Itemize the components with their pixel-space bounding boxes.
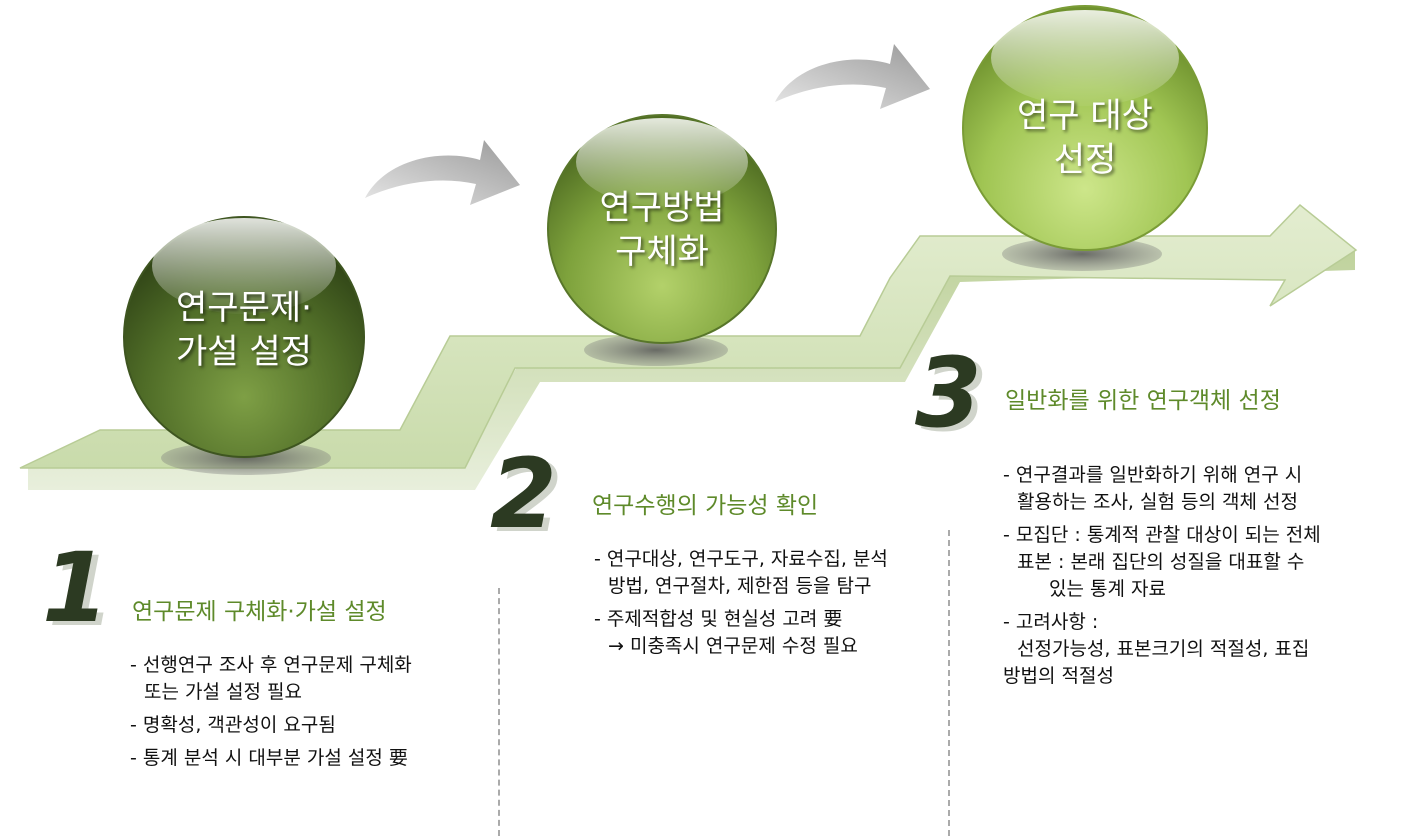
sphere-label-line: 연구 대상 <box>1017 96 1153 136</box>
list-item: - 명확성, 객관성이 요구됨 <box>130 714 336 736</box>
step-number-2: 2 <box>490 438 557 550</box>
sphere-label-line: 가설 설정 <box>176 332 312 372</box>
sphere-label-3: 연구 대상 선정 <box>985 94 1185 182</box>
list-item: 있는 통계 자료 <box>1049 578 1166 600</box>
step-title-2: 연구수행의 가능성 확인 <box>592 493 819 519</box>
sphere-label-1: 연구문제· 가설 설정 <box>144 286 344 374</box>
list-item: 방법의 적절성 <box>1003 665 1114 687</box>
step-number-1: 1 <box>42 532 109 644</box>
column-divider <box>498 588 500 836</box>
sphere-label-line: 구체화 <box>615 232 709 272</box>
sphere-step-3 <box>962 5 1208 251</box>
list-item: - 고려사항 :선정가능성, 표본크기의 적절성, 표집 <box>1003 611 1310 660</box>
sphere-label-line: 연구방법 <box>599 188 725 228</box>
list-item: - 통계 분석 시 대부분 가설 설정 要 <box>130 747 408 769</box>
step-title-1: 연구문제 구체화·가설 설정 <box>132 599 387 625</box>
stair-ribbon-side <box>28 250 1355 490</box>
sphere-shadow <box>584 334 728 366</box>
curved-arrow-icon <box>365 140 520 205</box>
step-number-3: 3 <box>915 337 982 449</box>
sphere-step-1 <box>123 216 365 458</box>
sphere-label-2: 연구방법 구체화 <box>562 186 762 274</box>
column-divider <box>948 530 950 836</box>
sphere-step-2 <box>547 114 777 344</box>
sphere-shadow <box>1002 237 1162 271</box>
sphere-label-line: 연구문제· <box>176 288 312 328</box>
sphere-label-line: 선정 <box>1053 140 1117 180</box>
curved-arrow-icon <box>775 44 930 109</box>
step-title-3: 일반화를 위한 연구객체 선정 <box>1005 388 1281 414</box>
list-item: - 주제적합성 및 현실성 고려 要→ 미충족시 연구문제 수정 필요 <box>594 608 858 657</box>
